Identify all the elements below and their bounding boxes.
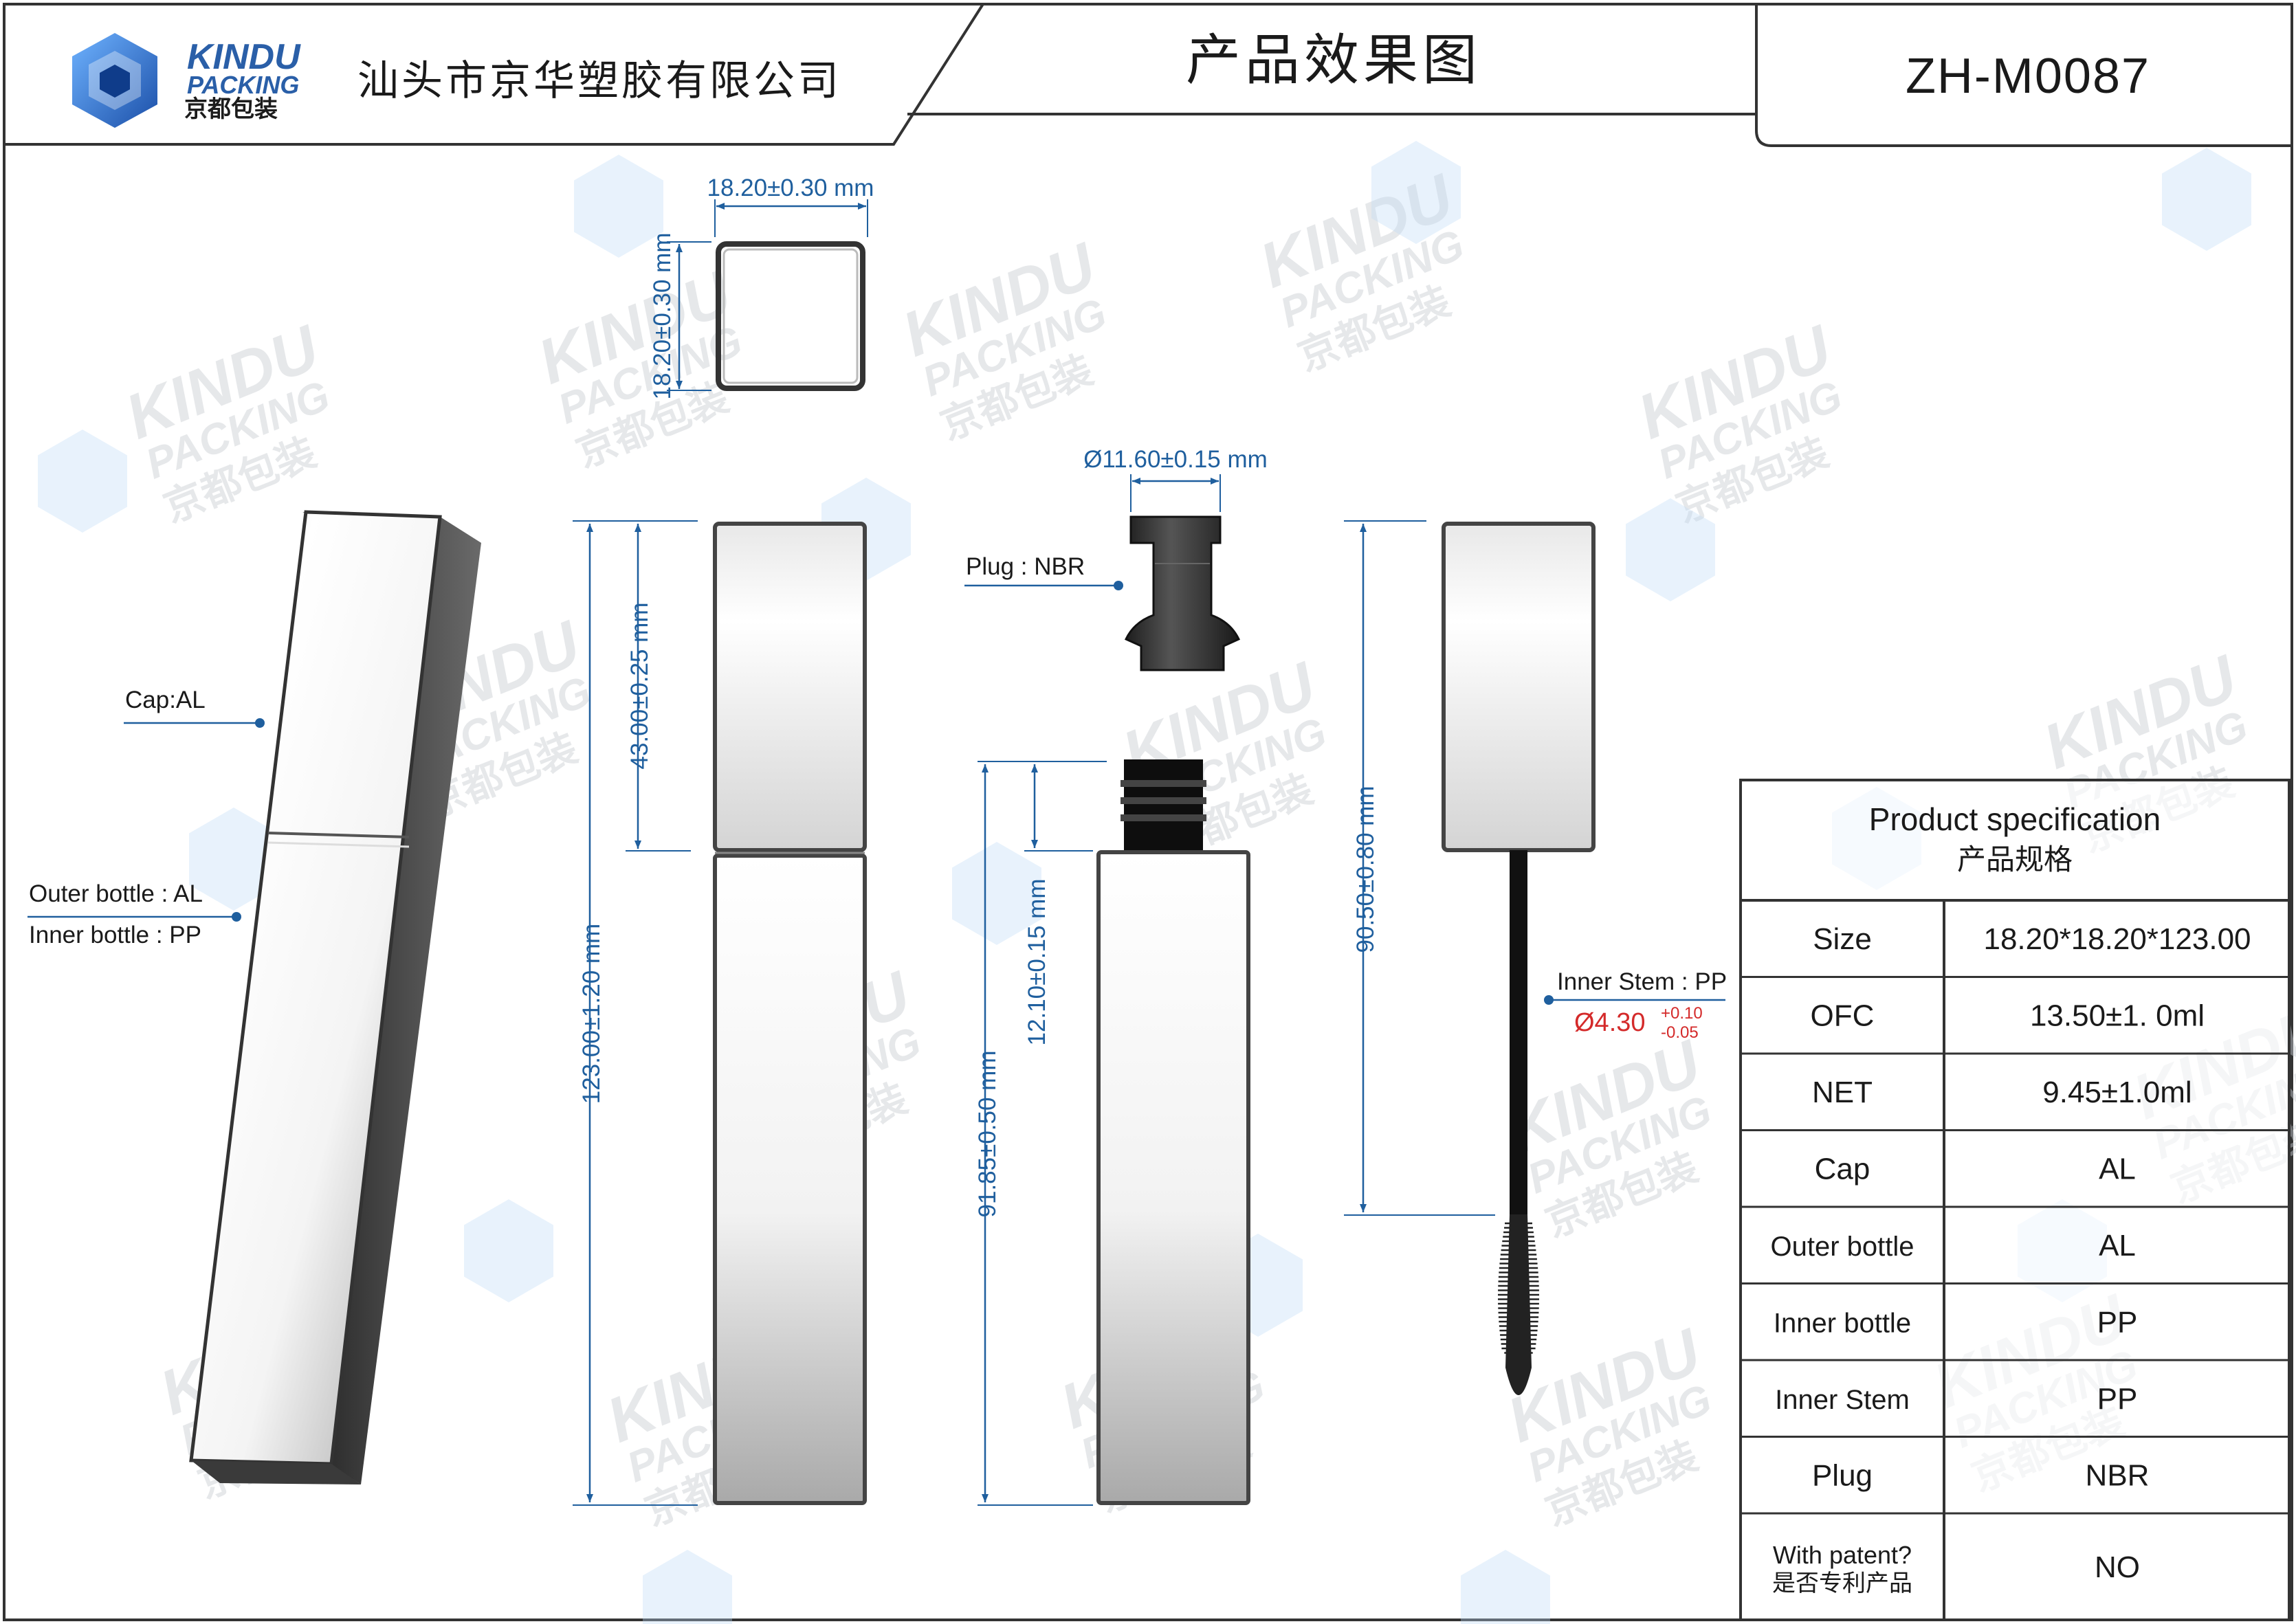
spec-table: Product specification 产品规格 Size 18.20*18.… — [1739, 779, 2291, 1621]
page-frame — [3, 3, 2293, 1621]
spec-row-value: PP — [2097, 1305, 2138, 1339]
kindu-logo-icon — [72, 33, 157, 128]
company-name: 汕头市京华塑胶有限公司 — [357, 57, 841, 105]
stem-tol-minus: -0.05 — [1661, 1023, 1699, 1042]
dim-total-height: 123.00±1.20 mm — [578, 924, 605, 1104]
logo-subtext: PACKING — [187, 71, 299, 99]
spec-row-key: Cap — [1815, 1152, 1870, 1186]
spec-row-value: 18.20*18.20*123.00 — [1983, 922, 2251, 956]
dim-cap-height: 43.00±0.25 mm — [626, 603, 653, 770]
dim-plug-diameter: Ø11.60±0.15 mm — [1083, 446, 1268, 473]
spec-row-value: AL — [2099, 1152, 2136, 1186]
dim-bottle-height: 91.85±0.50 mm — [974, 1051, 1001, 1218]
header: KINDU PACKING 京都包装 汕头市京华塑胶有限公司 产品效果图 ZH-… — [3, 3, 2292, 147]
brush-bristles — [1498, 1222, 1539, 1372]
plug-part: Ø11.60±0.15 mm Plug : NBR — [964, 446, 1268, 671]
bottle-body: 91.85±0.50 mm 12.10±0.15 mm — [974, 759, 1250, 1506]
spec-row-key: Outer bottle — [1770, 1232, 1914, 1262]
spec-title-en: Product specification — [1869, 801, 2161, 837]
front-view-assembled: 123.00±1.20 mm 43.00±0.25 mm — [573, 520, 867, 1506]
dim-stem-length: 90.50±0.80 mm — [1352, 786, 1379, 953]
spec-row-value: AL — [2099, 1229, 2136, 1263]
spec-row-value: PP — [2097, 1382, 2138, 1416]
spec-row-key: Inner Stem — [1775, 1385, 1910, 1415]
spec-row-key: Inner bottle — [1774, 1308, 1911, 1338]
spec-row-key: NET — [1812, 1076, 1873, 1109]
top-view: 18.20±0.30 mm 18.20±0.30 mm — [649, 175, 874, 399]
dim-top-depth: 18.20±0.30 mm — [649, 233, 676, 400]
spec-title-cn: 产品规格 — [1957, 843, 2073, 876]
dim-top-width: 18.20±0.30 mm — [707, 175, 874, 201]
dim-neck-height: 12.10±0.15 mm — [1024, 879, 1050, 1046]
spec-row-key: OFC — [1811, 999, 1875, 1032]
stem-tol-plus: +0.10 — [1661, 1004, 1703, 1023]
stem-diameter: Ø4.30 — [1574, 1008, 1646, 1037]
page-title: 产品效果图 — [1186, 28, 1481, 92]
label-plug: Plug : NBR — [966, 553, 1085, 580]
product-code: ZH-M0087 — [1906, 49, 2150, 104]
spec-row-value: NBR — [2086, 1458, 2150, 1492]
cap-stem-brush: 90.50±0.80 mm Inner Stem : PP Ø4.30 +0.1… — [1344, 520, 1727, 1395]
spec-patent-value: NO — [2095, 1550, 2140, 1584]
label-inner-bottle: Inner bottle : PP — [29, 922, 201, 948]
spec-row-value: 9.45±1.0ml — [2042, 1076, 2192, 1109]
spec-row-key: Plug — [1812, 1458, 1873, 1492]
left-callouts: Cap:AL Outer bottle : AL Inner bottle : … — [27, 687, 265, 948]
logo-chinese: 京都包装 — [184, 96, 278, 123]
label-inner-stem: Inner Stem : PP — [1557, 968, 1727, 995]
spec-row-key: Size — [1813, 922, 1872, 956]
spec-patent-key-cn: 是否专利产品 — [1772, 1570, 1912, 1597]
label-cap: Cap:AL — [125, 687, 206, 713]
spec-row-value: 13.50±1. 0ml — [2030, 999, 2205, 1032]
label-outer-bottle: Outer bottle : AL — [29, 880, 203, 907]
mascara-perspective — [189, 510, 481, 1484]
spec-patent-key-en: With patent? — [1773, 1541, 1912, 1569]
logo-text: KINDU — [187, 37, 301, 77]
